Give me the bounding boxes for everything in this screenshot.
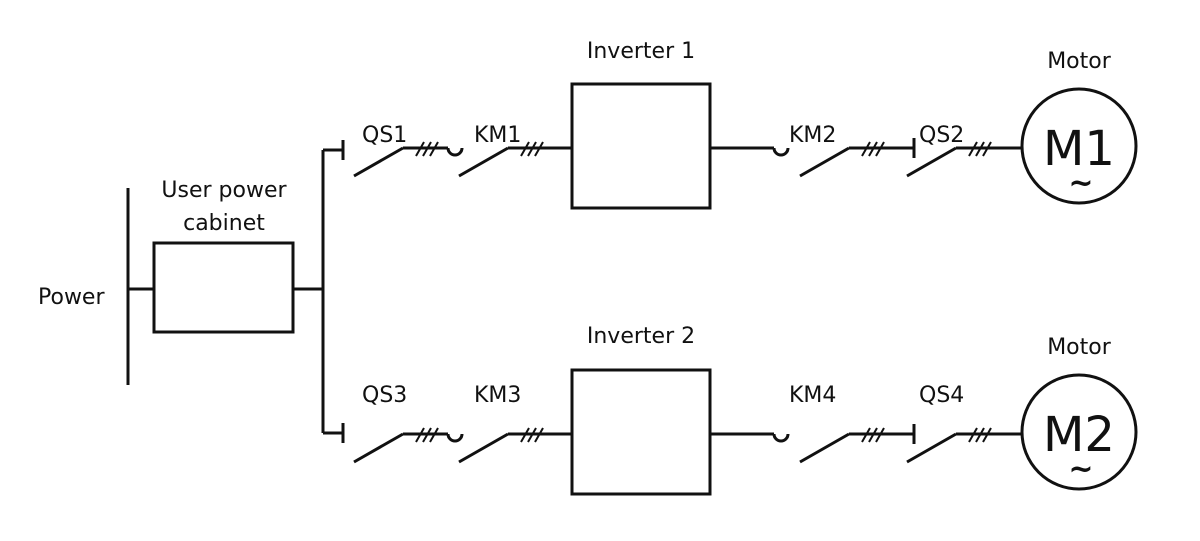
qs4-triple-mark (968, 427, 992, 443)
user-power-cabinet (152, 241, 295, 334)
qs1-fuse-arc (446, 147, 464, 157)
inverter-2 (570, 368, 712, 496)
qs4-label: QS4 (919, 383, 964, 408)
motor-m1-ac-symbol: ~ (1068, 166, 1093, 201)
motor2-label: Motor (1047, 335, 1112, 360)
cabinet-label-line1: User power (161, 178, 287, 203)
km3-triple-mark (520, 427, 544, 443)
km2-blade (799, 146, 850, 178)
km1-label: KM1 (474, 123, 521, 148)
qs3-label: QS3 (362, 383, 407, 408)
qs2-blade (906, 146, 957, 178)
line-1: QS1 KM1 Inverter 1 KM2 QS2 Motor M1 ~ (341, 39, 1138, 210)
motor-m2 (1020, 373, 1138, 491)
km4-triple-mark (861, 427, 885, 443)
km4-blade (799, 432, 850, 464)
km3-label: KM3 (474, 383, 521, 408)
qs1-triple-mark (415, 141, 439, 157)
motor-m1 (1020, 87, 1138, 205)
motor1-label: Motor (1047, 49, 1112, 74)
qs4-blade (906, 432, 957, 464)
km4-arc (772, 433, 790, 443)
cabinet-label-line2: cabinet (183, 211, 265, 236)
qs2-label: QS2 (919, 123, 964, 148)
inverter1-label: Inverter 1 (587, 39, 695, 64)
km3-blade (458, 432, 509, 464)
inverter-1 (570, 82, 712, 210)
km1-triple-mark (520, 141, 544, 157)
qs3-blade (353, 432, 404, 464)
qs3-triple-mark (415, 427, 439, 443)
km2-arc (772, 147, 790, 157)
qs2-triple-mark (968, 141, 992, 157)
km4-label: KM4 (789, 383, 836, 408)
motor-m2-ac-symbol: ~ (1068, 452, 1093, 487)
km2-label: KM2 (789, 123, 836, 148)
motor-m2-label: M2 (1043, 407, 1115, 463)
km2-triple-mark (861, 141, 885, 157)
qs1-label: QS1 (362, 123, 407, 148)
motor-m1-label: M1 (1043, 121, 1115, 177)
inverter2-label: Inverter 2 (587, 324, 695, 349)
power-label: Power (38, 285, 105, 310)
qs1-blade (353, 146, 404, 178)
line-2: QS3 KM3 Inverter 2 KM4 QS4 Motor M2 ~ (341, 324, 1138, 496)
qs3-fuse-arc (446, 433, 464, 443)
km1-blade (458, 146, 509, 178)
